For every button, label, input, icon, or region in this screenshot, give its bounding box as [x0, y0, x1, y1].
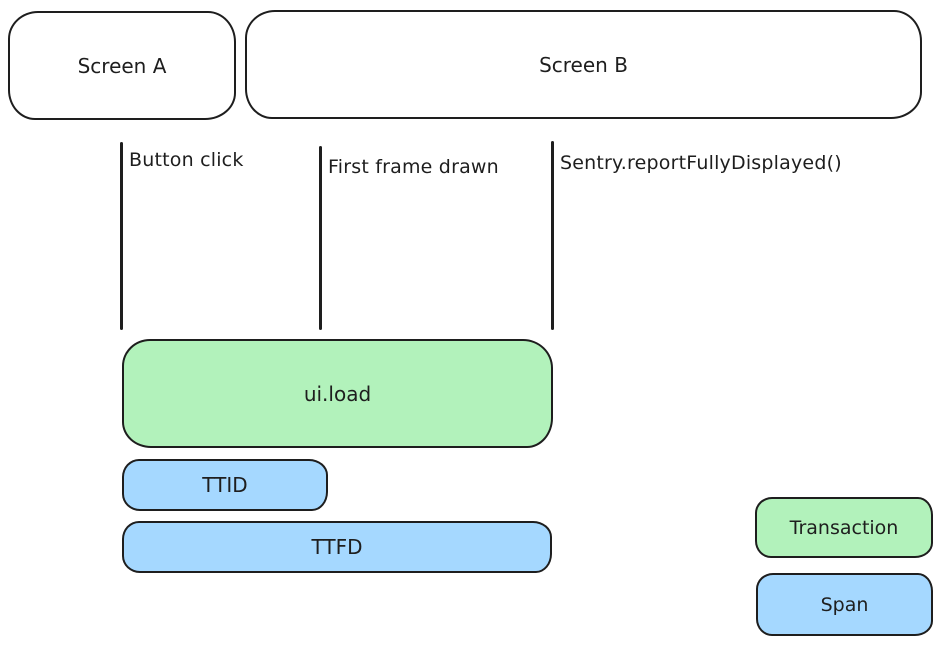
event-label-report-fully-displayed: Sentry.reportFullyDisplayed(): [560, 152, 842, 174]
ttfd-label: TTFD: [311, 535, 363, 559]
screen-a-box: Screen A: [8, 11, 236, 120]
ttfd-span-bar: TTFD: [122, 521, 552, 573]
ttid-label: TTID: [202, 473, 248, 497]
legend-transaction: Transaction: [755, 497, 933, 558]
screen-b-box: Screen B: [245, 10, 922, 119]
legend-transaction-label: Transaction: [789, 516, 899, 539]
screen-a-label: Screen A: [77, 53, 167, 78]
legend-span-label: Span: [820, 593, 869, 616]
ui-load-transaction-bar: ui.load: [122, 339, 553, 448]
event-label-button-click: Button click: [129, 149, 244, 171]
ui-load-label: ui.load: [303, 381, 372, 406]
screen-b-label: Screen B: [539, 52, 628, 77]
ttid-span-bar: TTID: [122, 459, 328, 511]
event-line-first-frame-drawn: [319, 146, 322, 330]
legend-span: Span: [756, 573, 933, 636]
event-label-first-frame-drawn: First frame drawn: [328, 156, 499, 178]
event-line-report-fully-displayed: [551, 141, 554, 330]
event-line-button-click: [120, 142, 123, 330]
